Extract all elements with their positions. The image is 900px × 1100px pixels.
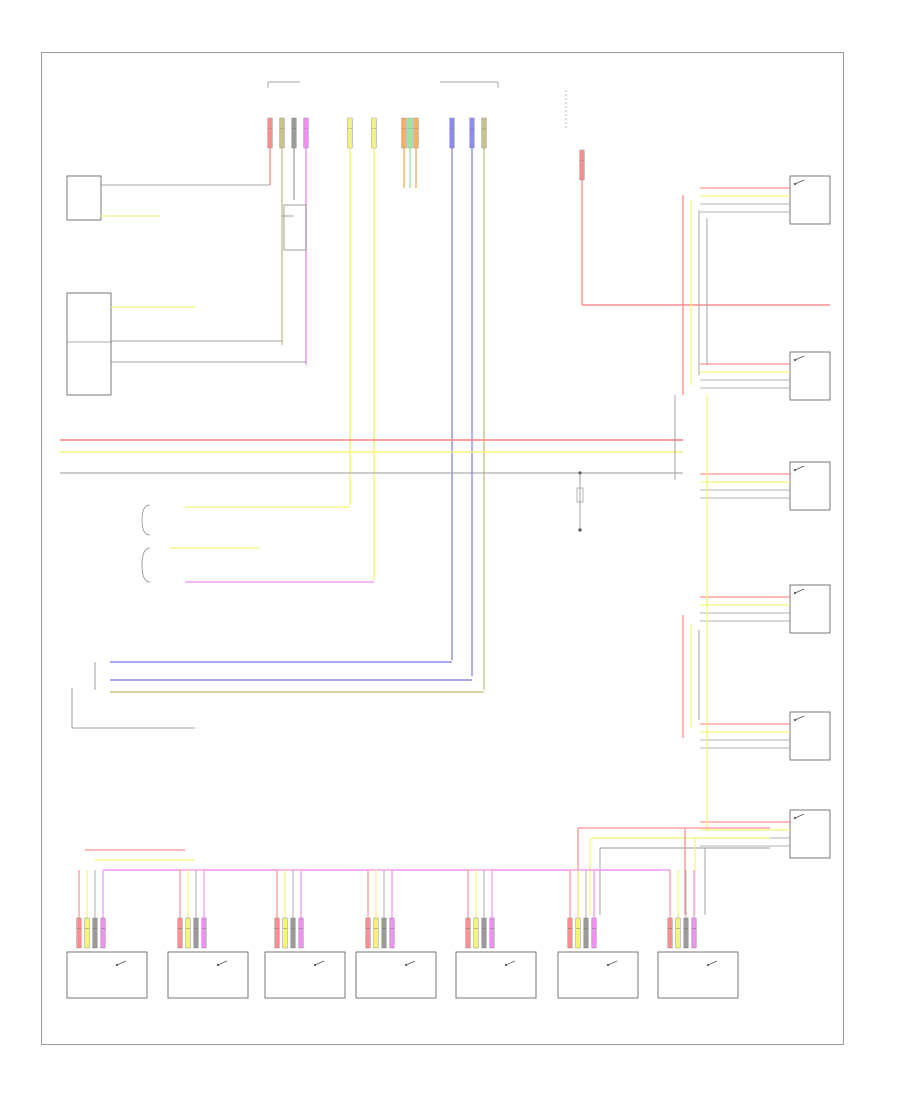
bottom-module-box: [355, 951, 437, 999]
connector-pin: [84, 917, 90, 949]
switch-contact: [405, 960, 416, 966]
top-vertical-wires: [269, 118, 485, 690]
switch-pivot: [793, 358, 797, 362]
right-module-box: [789, 584, 831, 634]
switch-contact: [707, 960, 718, 966]
switch-contact: [217, 960, 228, 966]
connector-pin: [92, 917, 98, 949]
switch-pivot: [706, 963, 710, 967]
bottom-module-box: [66, 951, 148, 999]
switch-pivot: [793, 591, 797, 595]
connector-pin: [667, 917, 673, 949]
connector-pin: [298, 917, 304, 949]
right-module-box: [789, 175, 831, 225]
switch-contact: [794, 813, 805, 819]
connector-pin: [465, 917, 471, 949]
connector-pin: [583, 917, 589, 949]
connector-pin: [201, 917, 207, 949]
connector-pin: [274, 917, 280, 949]
connector-pin: [282, 917, 288, 949]
top-right-feed: [565, 90, 830, 306]
switch-contact: [794, 179, 805, 185]
switch-contact: [794, 355, 805, 361]
bottom-module-box: [167, 951, 249, 999]
switch-contact: [314, 960, 325, 966]
top-connector-pins: [267, 117, 585, 181]
connector-pin: [177, 917, 183, 949]
connector-pin: [365, 917, 371, 949]
right-module-box: [789, 461, 831, 511]
switch-contact: [116, 960, 127, 966]
connector-pin: [481, 917, 487, 949]
connector-pin: [290, 917, 296, 949]
bottom-module-box: [657, 951, 739, 999]
connector-pin: [373, 917, 379, 949]
switch-pivot: [404, 963, 408, 967]
connector-pin: [100, 917, 106, 949]
connector-pin: [683, 917, 689, 949]
right-module-box: [789, 351, 831, 401]
connector-pin: [691, 917, 697, 949]
connector-pin: [381, 917, 387, 949]
switch-pivot: [606, 963, 610, 967]
switch-pivot: [793, 468, 797, 472]
top-harness-bracket: [267, 81, 499, 88]
bottom-module-box: [557, 951, 639, 999]
connector-pin: [675, 917, 681, 949]
connector-pin: [193, 917, 199, 949]
middle-left-component: [66, 292, 306, 396]
right-module-box: [789, 711, 831, 761]
bottom-module-box: [455, 951, 537, 999]
switch-pivot: [115, 963, 119, 967]
main-bus: [60, 439, 683, 532]
switch-contact: [505, 960, 516, 966]
switch-contact: [794, 465, 805, 471]
connector-pin: [489, 917, 495, 949]
switch-pivot: [793, 816, 797, 820]
center-left-component: [141, 504, 374, 583]
upper-left-component: [66, 175, 307, 251]
connector-pin: [185, 917, 191, 949]
switch-pivot: [216, 963, 220, 967]
connector-pin: [575, 917, 581, 949]
switch-pivot: [504, 963, 508, 967]
switch-pivot: [793, 182, 797, 186]
switch-contact: [794, 715, 805, 721]
switch-pivot: [313, 963, 317, 967]
lower-left-switch: [71, 661, 484, 729]
connector-pin: [76, 917, 82, 949]
bottom-module-box: [264, 951, 346, 999]
right-module-box: [789, 809, 831, 859]
connector-pin: [473, 917, 479, 949]
connector-pin: [567, 917, 573, 949]
bottom-modules: [66, 869, 739, 999]
connector-pin: [591, 917, 597, 949]
switch-pivot: [793, 718, 797, 722]
right-column-modules: [700, 175, 831, 859]
connector-pin: [389, 917, 395, 949]
switch-contact: [794, 588, 805, 594]
diagram-frame: [41, 52, 844, 1045]
switch-contact: [607, 960, 618, 966]
right-vertical-wires: [674, 195, 708, 830]
